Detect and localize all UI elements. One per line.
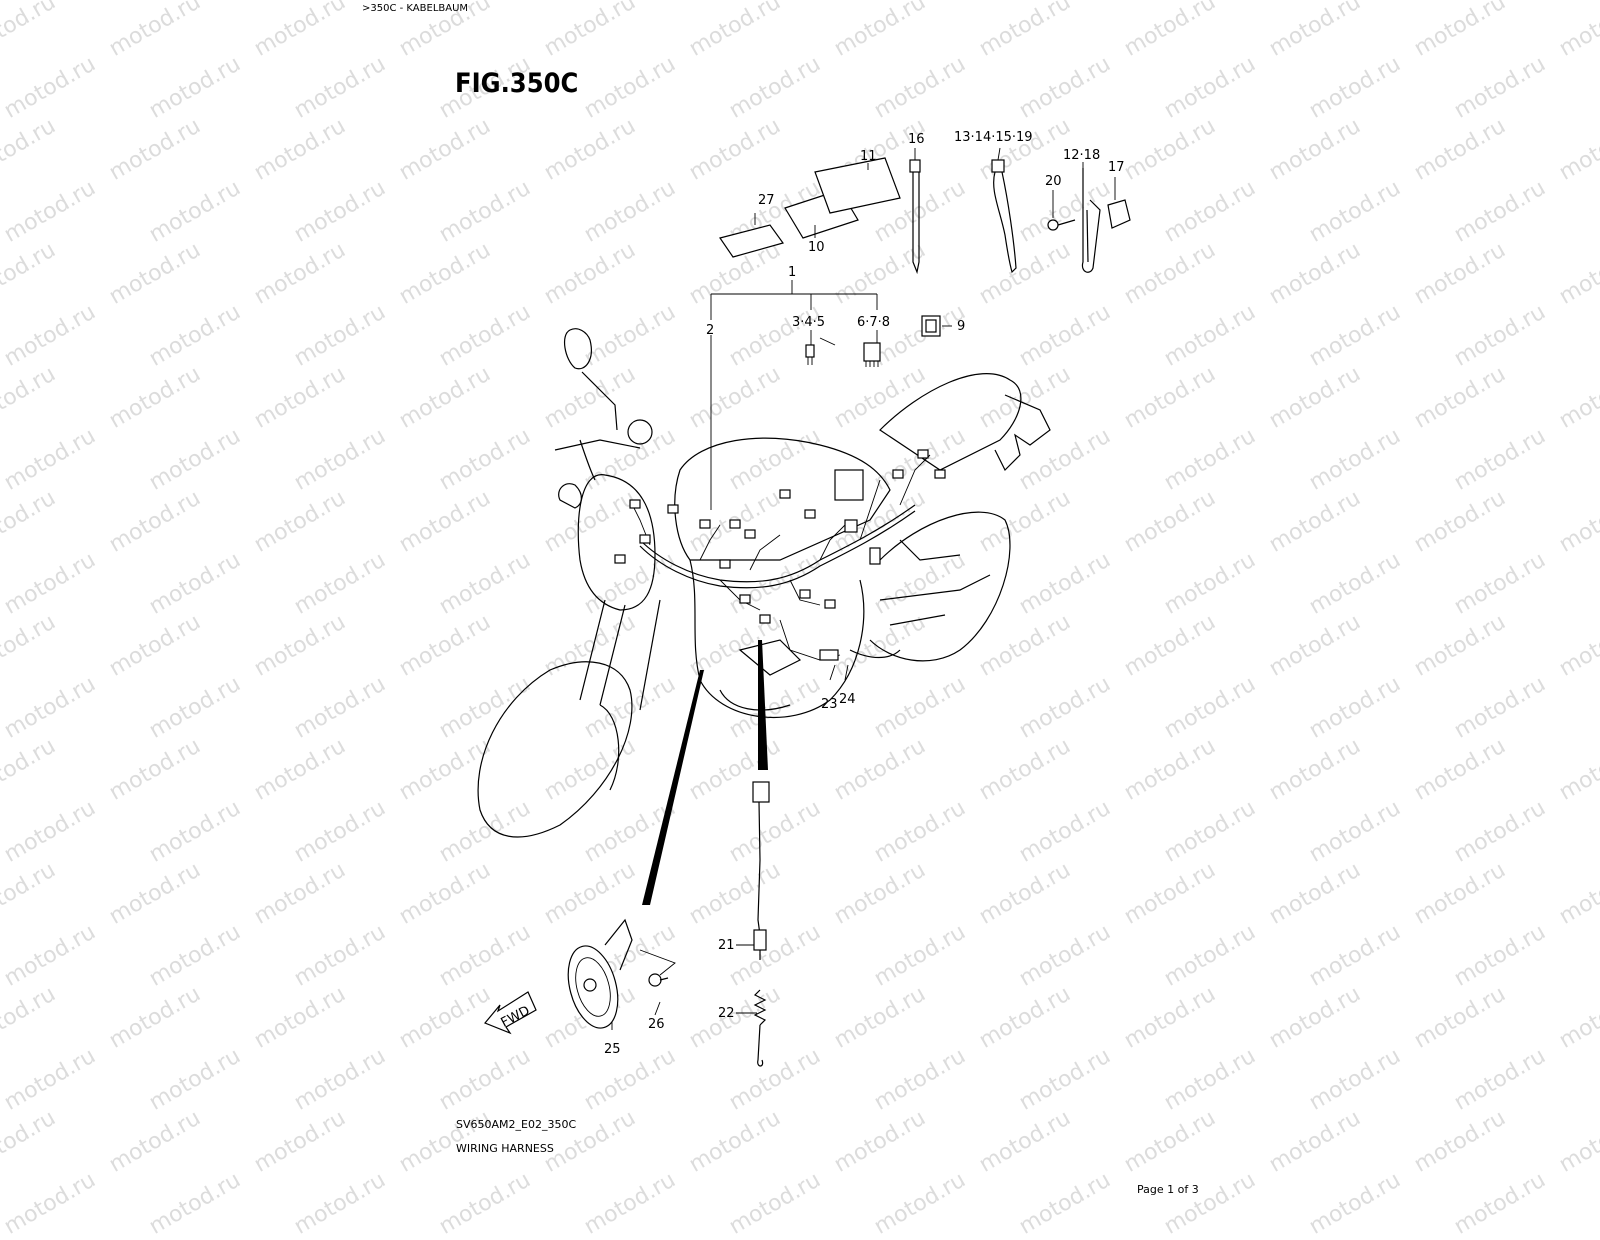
part-20-screw	[1047, 219, 1076, 231]
callout-22: 22	[718, 1006, 735, 1021]
callout-24: 24	[839, 692, 856, 707]
diagram-caption: WIRING HARNESS	[456, 1142, 554, 1155]
callout-13-14-15-19: 13·14·15·19	[954, 130, 1033, 145]
part-27-pad	[719, 224, 784, 258]
callout-11: 11	[860, 149, 877, 164]
callout-21: 21	[718, 938, 735, 953]
part-9-relay	[921, 315, 941, 337]
part-25-horn	[567, 918, 676, 1029]
part-21-switch	[752, 781, 770, 960]
fwd-arrow-icon: FWD	[484, 991, 537, 1035]
part-16-cable-tie	[909, 159, 921, 275]
figure-title: FIG.350C	[455, 68, 579, 99]
breadcrumb: >350C - KABELBAUM	[362, 3, 469, 14]
callout-1: 1	[788, 265, 796, 280]
callout-6-7-8: 6·7·8	[857, 315, 890, 330]
part-12-bracket	[1081, 168, 1101, 273]
callout-20: 20	[1045, 174, 1062, 189]
motorcycle-outline	[477, 328, 1051, 838]
part-26-bolt	[648, 973, 669, 987]
part-22-spring	[753, 989, 767, 1067]
wiring-harness	[614, 449, 946, 661]
callout-labels: 1 2 3·4·5 6·7·8 9 10 11 12·18 13·14·15·1…	[604, 130, 1125, 1057]
part-17-clip	[1107, 199, 1131, 229]
callout-23: 23	[821, 697, 838, 712]
callout-9: 9	[957, 319, 965, 334]
callout-26: 26	[648, 1017, 665, 1032]
callout-10: 10	[808, 240, 825, 255]
drawing-code: SV650AM2_E02_350C	[456, 1118, 577, 1131]
callout-27: 27	[758, 193, 775, 208]
part-11-pad	[814, 157, 901, 214]
leader-lines	[611, 147, 1116, 1030]
callout-2: 2	[706, 323, 714, 338]
callout-25: 25	[604, 1042, 621, 1057]
callout-3-4-5: 3·4·5	[792, 315, 825, 330]
callout-bracket	[710, 280, 952, 510]
callout-16: 16	[908, 132, 925, 147]
part-345-fuse	[805, 344, 815, 365]
wiring-harness-diagram: FWD 1 2 3·4·5 6·7·8 9 10 11 12·18 13·14·…	[477, 130, 1131, 1067]
callout-12-18: 12·18	[1063, 148, 1100, 163]
callout-17: 17	[1108, 160, 1125, 175]
part-13-clamp	[991, 159, 1017, 274]
page-info: Page 1 of 3	[1137, 1183, 1199, 1196]
part-678-relay	[863, 342, 881, 367]
pointer-wedges	[642, 640, 768, 905]
